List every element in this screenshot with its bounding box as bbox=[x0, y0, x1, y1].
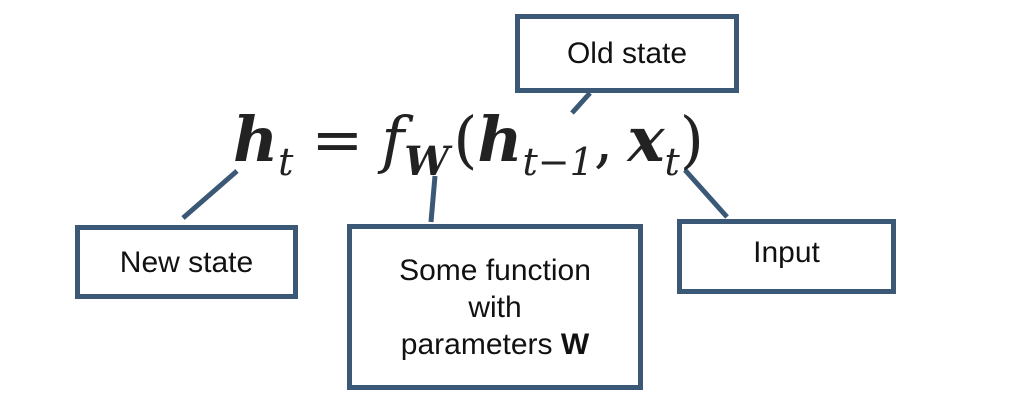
eq-equals: = bbox=[311, 103, 364, 176]
new-state-box: New state bbox=[75, 225, 298, 299]
function-label-parameters: parameters bbox=[400, 327, 561, 361]
eq-f-subscript: W bbox=[404, 138, 450, 185]
recurrence-equation: ht=fW(ht−1,xt) bbox=[233, 100, 704, 185]
function-box: Some function with parameters W bbox=[347, 224, 643, 390]
function-label-line1: Some function bbox=[399, 253, 591, 287]
function-label-line3: parameters W bbox=[401, 326, 589, 363]
connector-new-state bbox=[181, 169, 239, 220]
old-state-box: Old state bbox=[515, 14, 739, 93]
input-box: Input bbox=[677, 219, 896, 294]
eq-open-paren: ( bbox=[453, 103, 478, 176]
new-state-label: New state bbox=[119, 245, 254, 279]
input-label: Input bbox=[753, 236, 820, 269]
eq-h-prev: h bbox=[477, 103, 523, 176]
eq-h: h bbox=[233, 103, 279, 176]
eq-h-prev-subscript: t−1 bbox=[522, 140, 594, 184]
eq-h-subscript: t bbox=[278, 140, 294, 184]
function-label-w: W bbox=[560, 327, 590, 361]
function-label-line2: with bbox=[468, 290, 522, 324]
old-state-label: Old state bbox=[566, 37, 688, 70]
eq-f: f bbox=[381, 103, 405, 176]
eq-close-paren: ) bbox=[679, 103, 704, 176]
eq-x: x bbox=[627, 103, 665, 176]
eq-comma: , bbox=[593, 103, 614, 176]
eq-x-subscript: t bbox=[664, 140, 680, 184]
